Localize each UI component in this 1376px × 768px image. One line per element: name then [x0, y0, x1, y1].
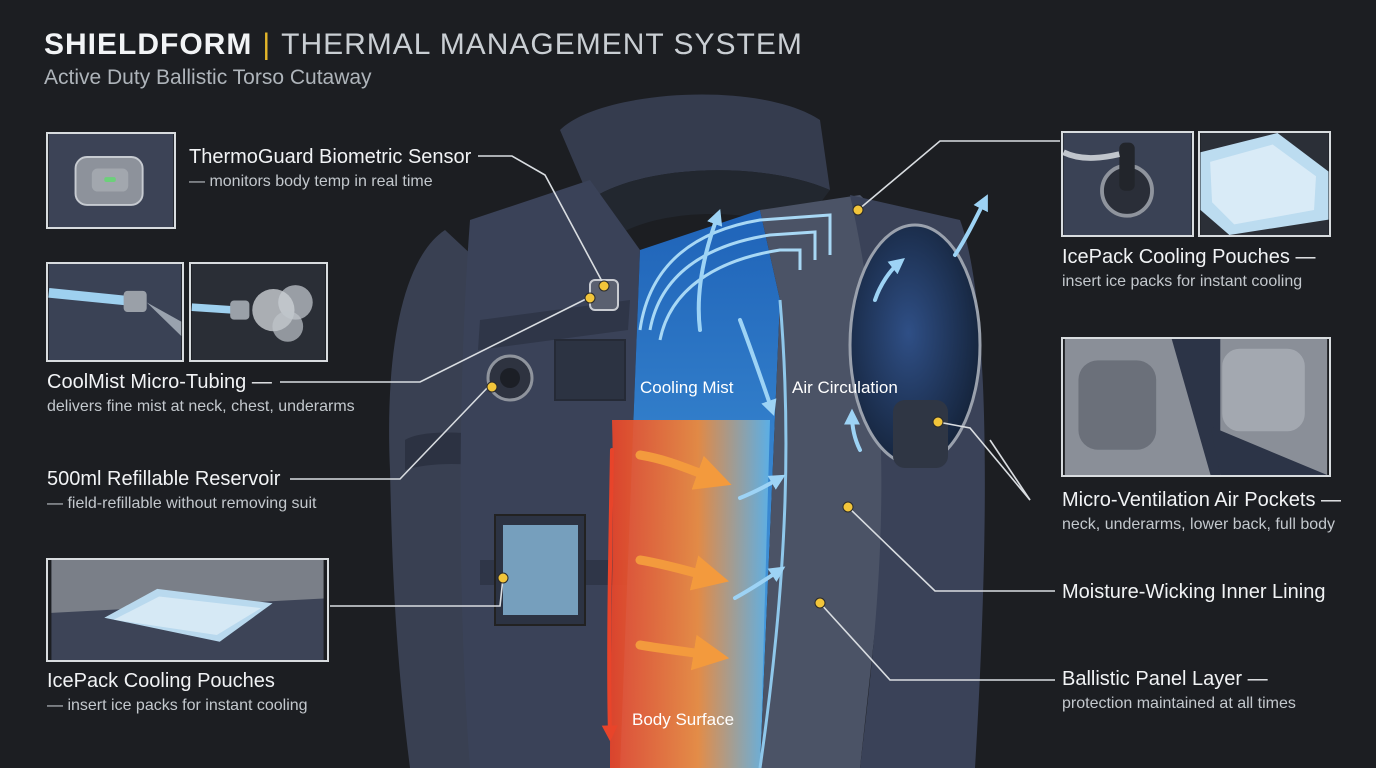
- callout-ventilation: Micro-Ventilation Air Pockets — neck, un…: [1062, 489, 1341, 534]
- callout-reservoir: 500ml Refillable Reservoir — field-refil…: [47, 468, 316, 513]
- sensor-thumbnail: [46, 132, 176, 229]
- callout-tubing: CoolMist Micro-Tubing — delivers fine mi…: [47, 371, 355, 416]
- callout-reservoir-desc: — field-refillable without removing suit: [47, 495, 317, 512]
- callout-icepack-right-name: IcePack Cooling Pouches —: [1062, 246, 1316, 268]
- vent-pocket-thumbnail: [1061, 337, 1331, 477]
- heat-arrows: [601, 448, 732, 742]
- brand-name: SHIELDFORM: [44, 28, 253, 61]
- mist-thumbnail: [189, 262, 328, 362]
- callout-reservoir-name: 500ml Refillable Reservoir: [47, 468, 281, 490]
- callout-lining-name: Moisture-Wicking Inner Lining: [1062, 581, 1326, 603]
- callout-ballistic-name: Ballistic Panel Layer —: [1062, 668, 1268, 690]
- callout-sensor: ThermoGuard Biometric Sensor — monitors …: [189, 146, 471, 191]
- callout-tubing-desc: delivers fine mist at neck, chest, under…: [47, 398, 355, 415]
- callout-markers: [486, 204, 944, 609]
- icepack-thumbnail-right: [1198, 131, 1331, 237]
- leader-lines: [280, 140, 1060, 681]
- callout-ventilation-desc: neck, underarms, lower back, full body: [1062, 516, 1336, 533]
- callout-icepack-left: IcePack Cooling Pouches — insert ice pac…: [47, 670, 308, 715]
- callout-icepack-right-desc: insert ice packs for instant cooling: [1062, 273, 1303, 290]
- callout-ballistic: Ballistic Panel Layer — protection maint…: [1062, 668, 1296, 713]
- callout-icepack-right: IcePack Cooling Pouches — insert ice pac…: [1062, 246, 1315, 291]
- vest-front-panel: [460, 180, 640, 768]
- page-subtitle: Active Duty Ballistic Torso Cutaway: [44, 66, 372, 89]
- callout-icepack-left-desc: — insert ice packs for instant cooling: [47, 697, 308, 714]
- refill-valve: [486, 354, 534, 402]
- tubing-thumbnail: [46, 262, 184, 362]
- callout-ventilation-name: Micro-Ventilation Air Pockets —: [1062, 489, 1341, 511]
- title-separator: |: [262, 28, 272, 61]
- callout-sensor-desc: — monitors body temp in real time: [189, 173, 433, 190]
- callout-icepack-left-name: IcePack Cooling Pouches: [47, 670, 275, 692]
- air-arrows: [696, 194, 988, 600]
- callout-ballistic-desc: protection maintained at all times: [1062, 695, 1296, 712]
- callout-sensor-name: ThermoGuard Biometric Sensor: [189, 146, 472, 168]
- callout-lining: Moisture-Wicking Inner Lining: [1062, 581, 1325, 604]
- flow-label-body-surface: Body Surface: [632, 710, 734, 729]
- page-title: SHIELDFORM | THERMAL MANAGEMENT SYSTEM: [44, 28, 803, 62]
- valve-thumbnail: [1061, 131, 1194, 237]
- coolmist-tubing: [638, 213, 832, 341]
- icepack-thumbnail-left: [46, 558, 329, 662]
- flow-label-cooling-mist: Cooling Mist: [640, 378, 734, 397]
- callout-tubing-name: CoolMist Micro-Tubing —: [47, 371, 272, 393]
- system-name: THERMAL MANAGEMENT SYSTEM: [281, 28, 803, 61]
- jacket-collar: [560, 94, 830, 240]
- flow-label-air-circulation: Air Circulation: [792, 378, 898, 397]
